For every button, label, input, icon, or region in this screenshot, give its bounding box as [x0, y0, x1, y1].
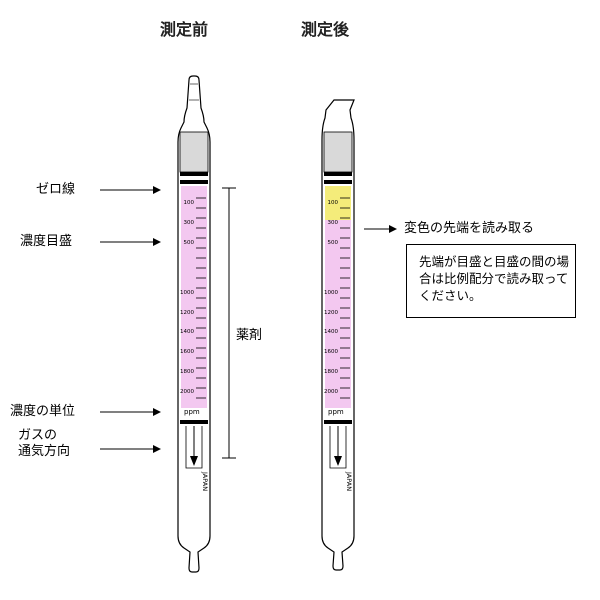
before-tick-label: 300 — [184, 220, 195, 226]
header-before: 測定前 — [160, 20, 209, 39]
unit-text-after: ppm — [328, 408, 344, 416]
label-reagent: 薬剤 — [234, 328, 265, 344]
header-after: 測定後 — [301, 20, 350, 39]
label-scale: 濃度目盛 — [20, 234, 73, 249]
after-tick-label: 1000 — [324, 290, 338, 296]
maker-text-before: JAPAN — [201, 471, 209, 491]
scale-ticks-before: 100 300 500 1000 1200 1400 1600 1800 2000 — [180, 197, 206, 399]
scale-ticks-after: 100 300 500 1000 1200 1400 1600 1800 2000 — [324, 197, 350, 399]
after-tick-label: 1800 — [324, 369, 338, 375]
after-tick-label: 300 — [328, 220, 339, 226]
before-tick-label: 1800 — [180, 369, 194, 375]
label-read-tip: 変色の先端を読み取る — [404, 221, 535, 236]
label-gas-flow-2: 通気方向 — [18, 444, 71, 459]
after-tick-label: 2000 — [324, 389, 338, 395]
unit-text-before: ppm — [184, 408, 200, 416]
reading-note: 先端が目盛と目盛の間の場合は比例配分で読み取ってください。 — [406, 244, 576, 318]
tube-before: 100 300 500 1000 1200 1400 1600 1800 2000 ppm JA… — [177, 75, 211, 573]
label-unit: 濃度の単位 — [10, 404, 76, 419]
before-tick-label: 1000 — [180, 290, 194, 296]
reagent-bracket — [222, 187, 236, 459]
after-tick-label: 100 — [328, 200, 339, 206]
label-zero-line: ゼロ線 — [36, 182, 76, 197]
before-tick-label: 1600 — [180, 349, 194, 355]
label-gas-flow-1: ガスの — [18, 428, 58, 443]
after-tick-label: 1200 — [324, 310, 338, 316]
reading-note-text: 先端が目盛と目盛の間の場合は比例配分で読み取ってください。 — [419, 254, 570, 303]
after-tick-label: 500 — [328, 240, 339, 246]
after-tick-label: 1600 — [324, 349, 338, 355]
before-tick-label: 500 — [184, 240, 195, 246]
tube-after: 100 300 500 1000 1200 1400 1600 1800 2000 ppm JA… — [321, 99, 355, 571]
before-tick-label: 1400 — [180, 329, 194, 335]
before-tick-label: 1200 — [180, 310, 194, 316]
after-tick-label: 1400 — [324, 329, 338, 335]
before-tick-label: 100 — [184, 200, 195, 206]
before-tick-label: 2000 — [180, 389, 194, 395]
color-change-stain — [325, 186, 351, 220]
maker-text-after: JAPAN — [345, 471, 353, 491]
